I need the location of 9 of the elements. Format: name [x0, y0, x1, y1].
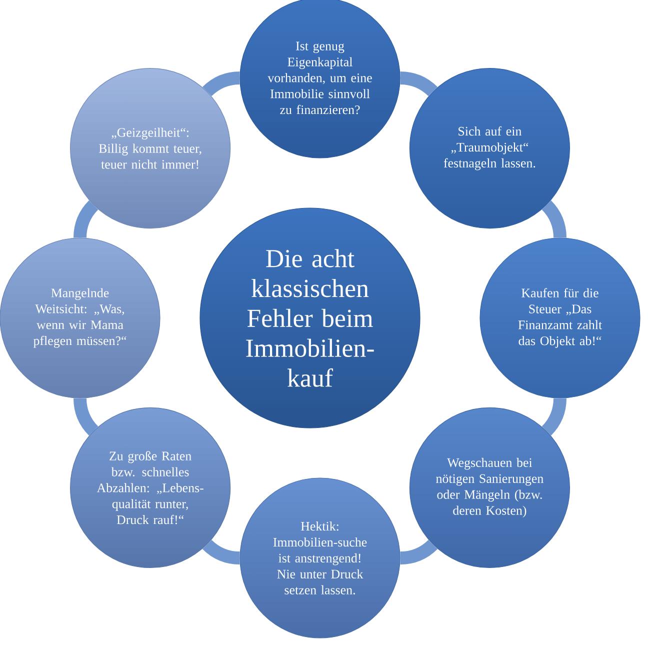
topic-text: Wegschauen bei nötigen Sanierungen oder Mängeln (bzw. deren Kosten) — [436, 458, 544, 518]
topic-text: Kaufen für die Steuer „Das Finanzamt zahlt das Objekt ab!“ — [518, 288, 602, 348]
topic-text: Ist genug Eigenkapital vorhanden, um eine Immobilie sinnvoll zu finanzieren? — [268, 42, 372, 114]
topic-text: Mangelnde Weitsicht: „Was, wenn wir Mama pflegen müssen?“ — [33, 288, 126, 348]
topic-text: Hektik: Immobilien-suche ist anstrengend! Nie unter Druck setzen lassen. — [273, 522, 367, 594]
topic-text: „Geizgeilheit“: Billig kommt teuer, teuer nicht immer! — [98, 128, 202, 169]
topic-text: Sich auf ein „Traumobjekt“ festnageln lassen. — [444, 126, 536, 170]
topic-text: Zu große Raten bzw. schnelles Abzahlen: „Lebens-qualität runter, Druck rauf!“ — [96, 451, 204, 524]
title-text: Die acht klassischen Fehler beim Immobilien-kauf — [246, 249, 374, 387]
